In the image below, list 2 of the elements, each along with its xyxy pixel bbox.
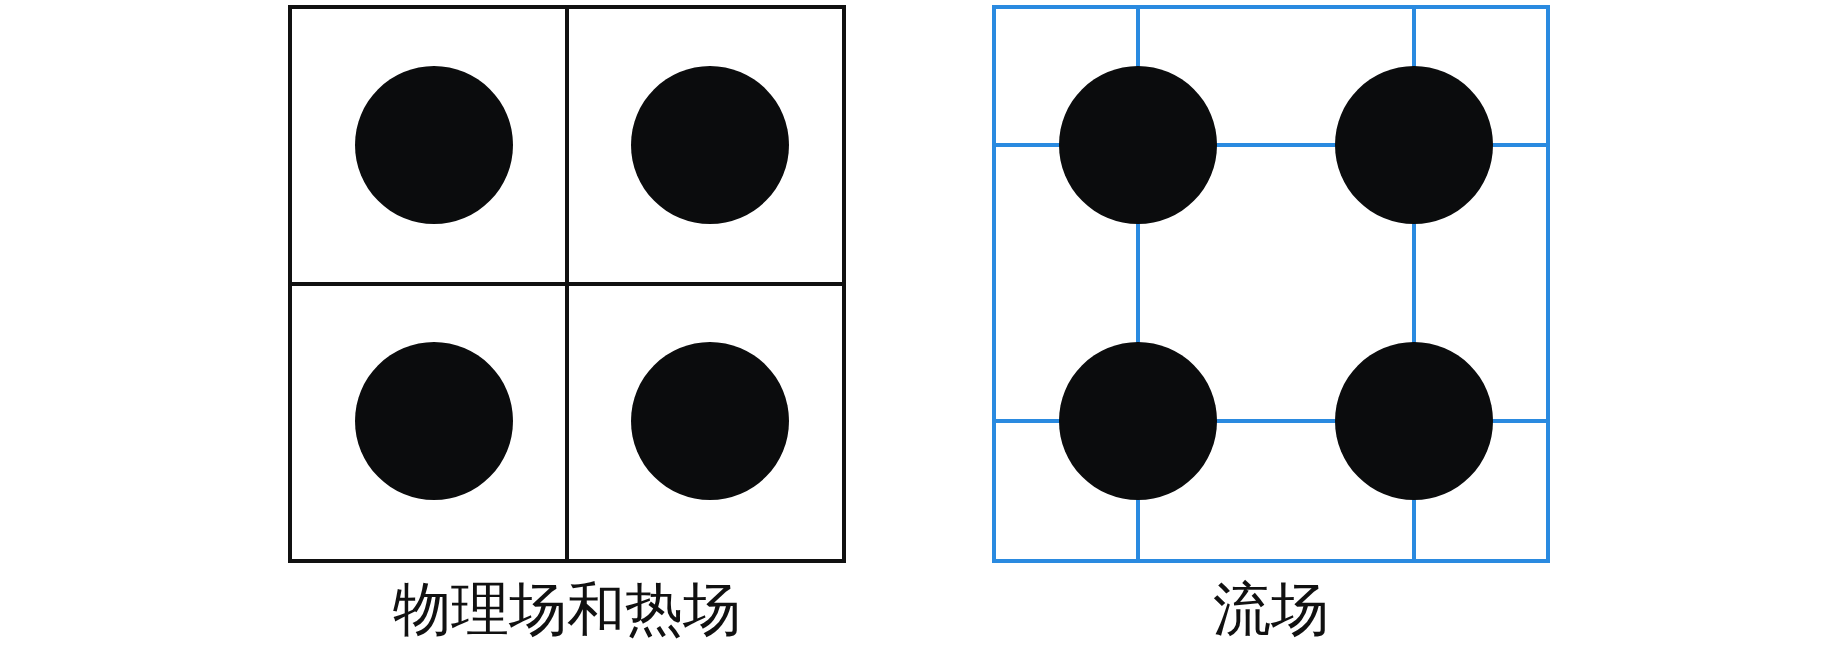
panel-caption: 流场	[1212, 574, 1330, 644]
panel-caption: 物理场和热场	[392, 574, 742, 644]
